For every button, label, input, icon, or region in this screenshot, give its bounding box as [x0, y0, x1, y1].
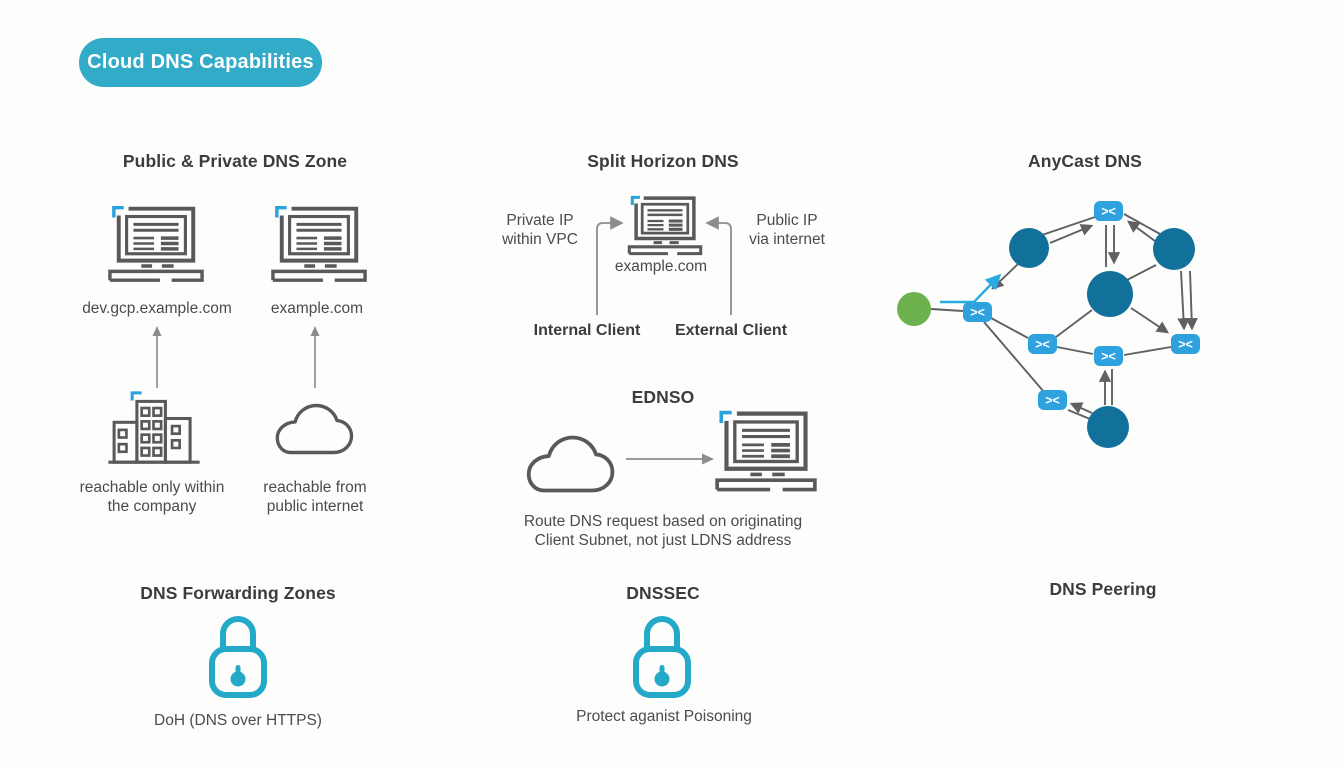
- private-ip-label-line1: Private IP: [506, 212, 574, 229]
- ednso-caption-line2: Client Subnet, not just LDNS address: [534, 532, 792, 549]
- router-icon: ><: [963, 302, 992, 322]
- building-icon: [108, 391, 200, 464]
- router-icon: ><: [1094, 201, 1123, 221]
- lock-icon-dns-forwarding: [209, 616, 267, 698]
- up-arrow-icon-public: [310, 326, 320, 388]
- anycast-network-diagram: >< >< >< >< >< ><: [897, 201, 1200, 448]
- laptop-icon-ednso: [715, 410, 817, 492]
- section-title-dns-peering: DNS Peering: [1049, 579, 1157, 599]
- svg-text:><: ><: [1035, 338, 1050, 352]
- section-title-dnssec: DNSSEC: [626, 583, 700, 603]
- title-badge-label: Cloud DNS Capabilities: [87, 51, 314, 73]
- anycast-request-path: [940, 273, 1002, 304]
- svg-text:><: ><: [1101, 205, 1116, 219]
- up-arrow-icon-private: [152, 326, 162, 388]
- split-horizon-domain-label: example.com: [614, 258, 708, 275]
- client-node-green: [897, 292, 931, 326]
- external-client-label: External Client: [674, 322, 788, 339]
- cloud-icon-ednso: [526, 435, 615, 493]
- public-zone-caption-line1: reachable from: [263, 479, 367, 496]
- private-zone-caption: reachable only within the company: [80, 478, 225, 516]
- svg-text:><: ><: [1045, 394, 1060, 408]
- ednso-caption-line1: Route DNS request based on originating: [523, 513, 803, 530]
- private-ip-label-line2: within VPC: [502, 231, 578, 248]
- laptop-icon-split-horizon: [627, 195, 703, 256]
- section-title-split-horizon: Split Horizon DNS: [587, 151, 739, 171]
- ednso-caption: Route DNS request based on originating C…: [524, 512, 802, 550]
- section-title-anycast: AnyCast DNS: [1028, 151, 1142, 171]
- public-ip-label-line2: via internet: [749, 231, 825, 248]
- client-connector-arrows: [596, 216, 732, 315]
- cloud-icon-public-internet: [275, 403, 354, 455]
- public-ip-label-line1: Public IP: [756, 212, 818, 229]
- private-zone-caption-line2: the company: [107, 498, 197, 515]
- private-ip-label: Private IP within VPC: [502, 211, 578, 249]
- router-icon: ><: [1028, 334, 1057, 354]
- internal-client-label: Internal Client: [533, 322, 641, 339]
- dns-forwarding-caption: DoH (DNS over HTTPS): [154, 712, 322, 729]
- dnssec-caption: Protect aganist Poisoning: [576, 708, 752, 725]
- public-ip-label: Public IP via internet: [749, 211, 825, 249]
- svg-text:><: ><: [1101, 350, 1116, 364]
- section-title-ednso: EDNSO: [631, 387, 695, 407]
- dns-server-nodes: [1009, 228, 1195, 448]
- lock-icon-dnssec: [633, 616, 691, 698]
- svg-text:><: ><: [1178, 338, 1193, 352]
- public-domain-label: example.com: [270, 300, 364, 317]
- ednso-flow-arrow: [626, 453, 714, 465]
- router-icon: ><: [1171, 334, 1200, 354]
- router-icon: ><: [1094, 346, 1123, 366]
- public-zone-caption: reachable from public internet: [263, 478, 366, 516]
- private-domain-label: dev.gcp.example.com: [82, 300, 232, 317]
- laptop-icon-public-zone: [271, 205, 367, 282]
- router-icon: ><: [1038, 390, 1067, 410]
- svg-text:><: ><: [970, 306, 985, 320]
- title-badge: Cloud DNS Capabilities: [79, 38, 322, 87]
- private-zone-caption-line1: reachable only within: [79, 479, 225, 496]
- public-zone-caption-line2: public internet: [266, 498, 364, 515]
- network-arrows: [991, 220, 1198, 414]
- laptop-icon-private-zone: [108, 205, 204, 282]
- router-nodes: >< >< >< >< >< ><: [963, 201, 1200, 410]
- section-title-dns-forwarding: DNS Forwarding Zones: [140, 583, 336, 603]
- section-title-public-private-zone: Public & Private DNS Zone: [122, 151, 348, 171]
